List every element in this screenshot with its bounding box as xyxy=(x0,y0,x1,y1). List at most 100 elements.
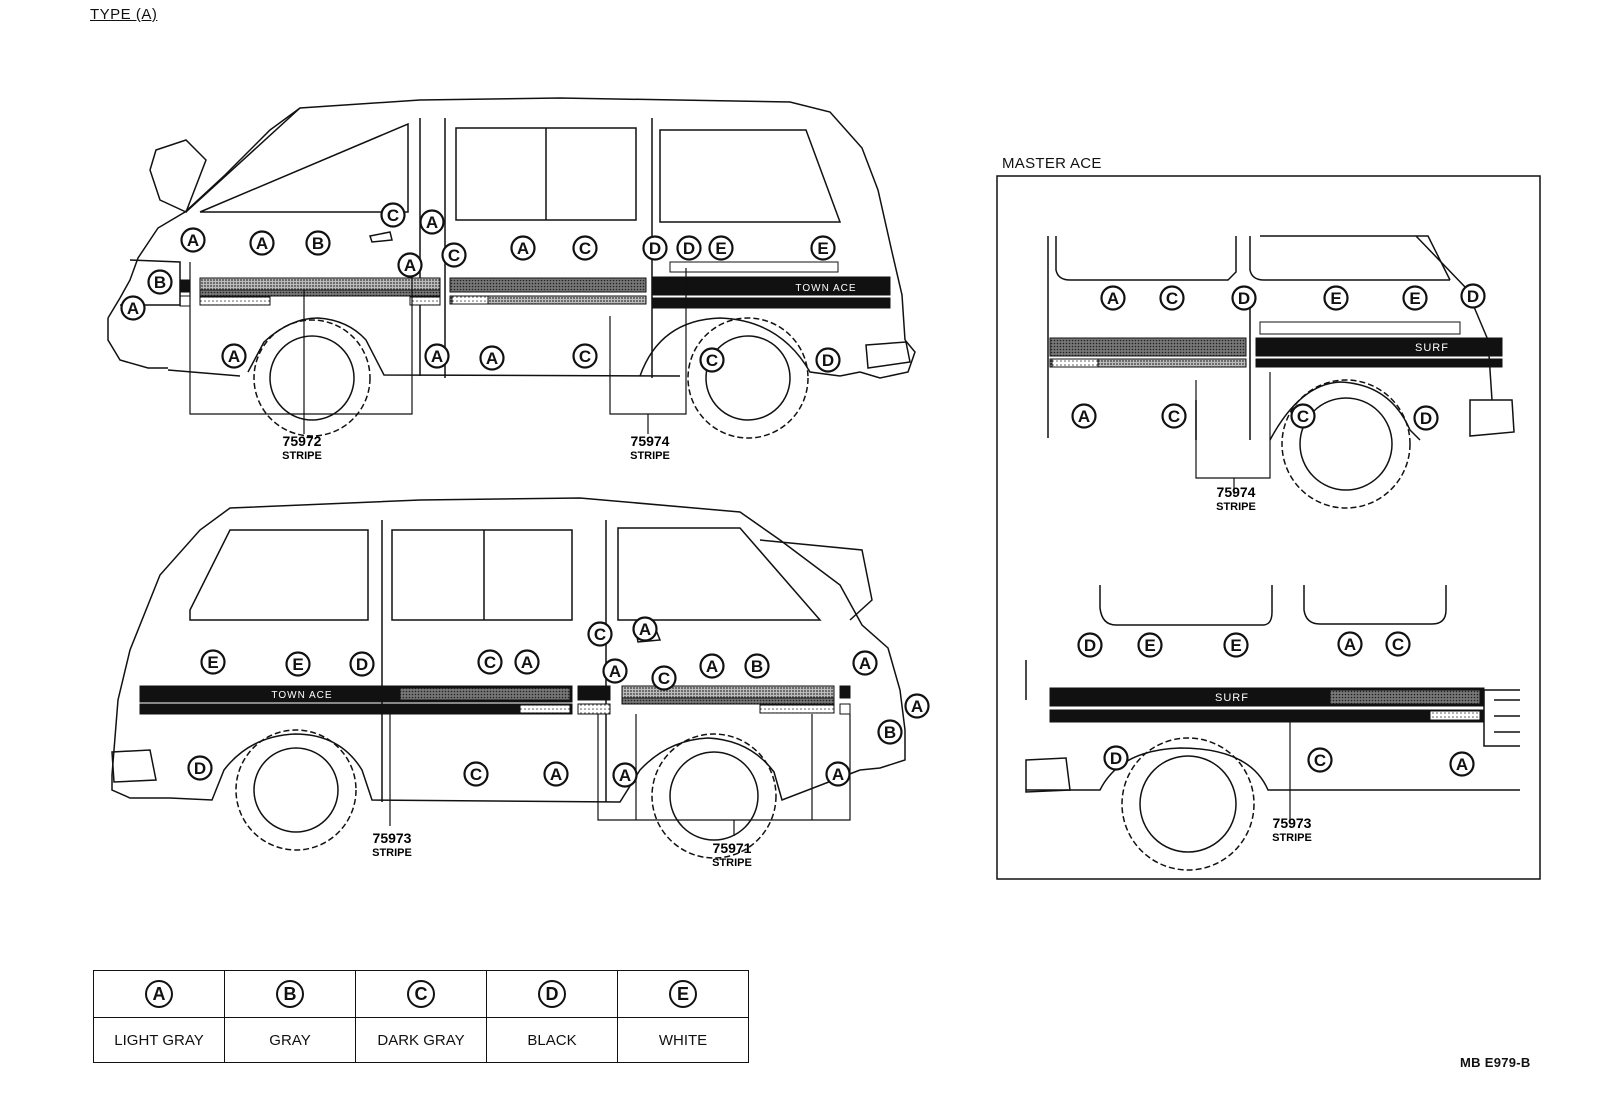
callout-mb-6-c: C xyxy=(1307,747,1333,773)
color-legend-table: A B C D E LIGHT GRAY GRAY DARK GRAY BLAC… xyxy=(93,970,749,1063)
van-bottom-left-stripes xyxy=(139,685,851,715)
svg-text:A: A xyxy=(127,299,139,318)
legend-name-d: BLACK xyxy=(486,1017,618,1063)
part-number-75971: 75971 xyxy=(713,840,752,856)
callout-mt-9-d: D xyxy=(1413,405,1439,431)
legend-letter-b: B xyxy=(276,980,304,1008)
callout-lw-17-b: B xyxy=(877,719,903,745)
svg-text:D: D xyxy=(822,351,834,370)
callout-tr-14-c: C xyxy=(572,343,598,369)
callout-mb-0-d: D xyxy=(1077,632,1103,658)
town-ace-stripe-text-bottom: TOWN ACE xyxy=(271,690,332,701)
svg-text:C: C xyxy=(1392,635,1404,654)
part-number-75972: 75972 xyxy=(283,433,322,449)
callout-lw-3-d: D xyxy=(187,755,213,781)
svg-text:E: E xyxy=(1144,636,1155,655)
master-ace-top-stripes xyxy=(1049,321,1503,368)
legend-letter-e: E xyxy=(669,980,697,1008)
svg-text:C: C xyxy=(448,246,460,265)
legend-name-a: LIGHT GRAY xyxy=(93,1017,225,1063)
callout-tr-3-a: A xyxy=(249,230,275,256)
master-ace-title: MASTER ACE xyxy=(1002,155,1102,172)
svg-text:D: D xyxy=(194,759,206,778)
svg-text:C: C xyxy=(1166,289,1178,308)
callout-mb-7-a: A xyxy=(1449,751,1475,777)
callout-tr-2-a: A xyxy=(180,227,206,253)
callout-tr-16-d: D xyxy=(676,235,702,261)
svg-text:D: D xyxy=(1467,287,1479,306)
svg-text:A: A xyxy=(426,213,438,232)
svg-text:C: C xyxy=(579,239,591,258)
callout-lw-4-c: C xyxy=(477,649,503,675)
svg-text:D: D xyxy=(649,239,661,258)
callout-mt-0-a: A xyxy=(1100,285,1126,311)
callout-mt-8-c: C xyxy=(1290,403,1316,429)
callout-tr-9-c: C xyxy=(441,242,467,268)
svg-text:C: C xyxy=(1168,407,1180,426)
callout-mb-2-e: E xyxy=(1223,632,1249,658)
legend-letter-d: D xyxy=(538,980,566,1008)
svg-text:A: A xyxy=(1078,407,1090,426)
master-ace-top-van xyxy=(1047,235,1515,509)
svg-text:A: A xyxy=(187,231,199,250)
callout-mt-7-c: C xyxy=(1161,403,1187,429)
callout-tr-11-a: A xyxy=(479,345,505,371)
svg-text:E: E xyxy=(1330,289,1341,308)
callout-tr-4-a: A xyxy=(221,343,247,369)
callout-mb-4-c: C xyxy=(1385,631,1411,657)
legend-letter-c: C xyxy=(407,980,435,1008)
svg-text:D: D xyxy=(1420,409,1432,428)
master-ace-part-number-75973: 75973 xyxy=(1273,815,1312,831)
part-number-75973: 75973 xyxy=(373,830,412,846)
callout-lw-12-a: A xyxy=(612,762,638,788)
callout-tr-6-c: C xyxy=(380,202,406,228)
svg-text:D: D xyxy=(683,239,695,258)
callout-lw-0-e: E xyxy=(200,649,226,675)
callout-tr-15-d: D xyxy=(642,235,668,261)
callout-tr-20-d: D xyxy=(815,347,841,373)
svg-text:A: A xyxy=(431,347,443,366)
surf-stripe-text-top: SURF xyxy=(1415,342,1449,354)
van-bottom-left-side-view xyxy=(111,497,906,859)
master-ace-part-number-75974: 75974 xyxy=(1217,484,1256,500)
callout-tr-10-a: A xyxy=(424,343,450,369)
stripe-label-75972: STRIPE xyxy=(282,450,322,462)
callout-mt-3-e: E xyxy=(1323,285,1349,311)
callout-tr-7-a: A xyxy=(419,209,445,235)
svg-text:D: D xyxy=(1110,749,1122,768)
reference-code: MB E979-B xyxy=(1460,1055,1531,1070)
svg-text:B: B xyxy=(154,273,166,292)
svg-text:A: A xyxy=(517,239,529,258)
callout-tr-0-b: B xyxy=(147,269,173,295)
svg-text:D: D xyxy=(356,655,368,674)
leader-lines xyxy=(189,260,1291,836)
callout-lw-2-d: D xyxy=(349,651,375,677)
svg-text:D: D xyxy=(1084,636,1096,655)
master-ace-stripe-label-75974: STRIPE xyxy=(1216,501,1256,513)
svg-text:A: A xyxy=(911,697,923,716)
callout-mt-1-c: C xyxy=(1159,285,1185,311)
svg-text:A: A xyxy=(639,620,651,639)
master-ace-bottom-stripes xyxy=(1049,687,1485,723)
master-ace-stripe-label-75973: STRIPE xyxy=(1272,832,1312,844)
town-ace-stripe-text-top: TOWN ACE xyxy=(795,283,856,294)
callout-lw-8-c: C xyxy=(587,621,613,647)
svg-text:C: C xyxy=(484,653,496,672)
callout-tr-1-a: A xyxy=(120,295,146,321)
master-ace-frame xyxy=(996,175,1541,880)
svg-text:C: C xyxy=(594,625,606,644)
svg-text:A: A xyxy=(706,657,718,676)
svg-text:C: C xyxy=(658,669,670,688)
svg-text:E: E xyxy=(1409,289,1420,308)
callout-mb-3-a: A xyxy=(1337,631,1363,657)
svg-text:A: A xyxy=(550,765,562,784)
part-number-labels: 75972 STRIPE 75974 STRIPE 75973 STRIPE 7… xyxy=(282,433,1312,869)
svg-text:A: A xyxy=(228,347,240,366)
svg-text:A: A xyxy=(1456,755,1468,774)
svg-text:B: B xyxy=(312,234,324,253)
callout-lw-9-a: A xyxy=(602,658,628,684)
svg-text:A: A xyxy=(256,234,268,253)
surf-stripe-text-bottom: SURF xyxy=(1215,692,1249,704)
callout-mb-1-e: E xyxy=(1137,632,1163,658)
